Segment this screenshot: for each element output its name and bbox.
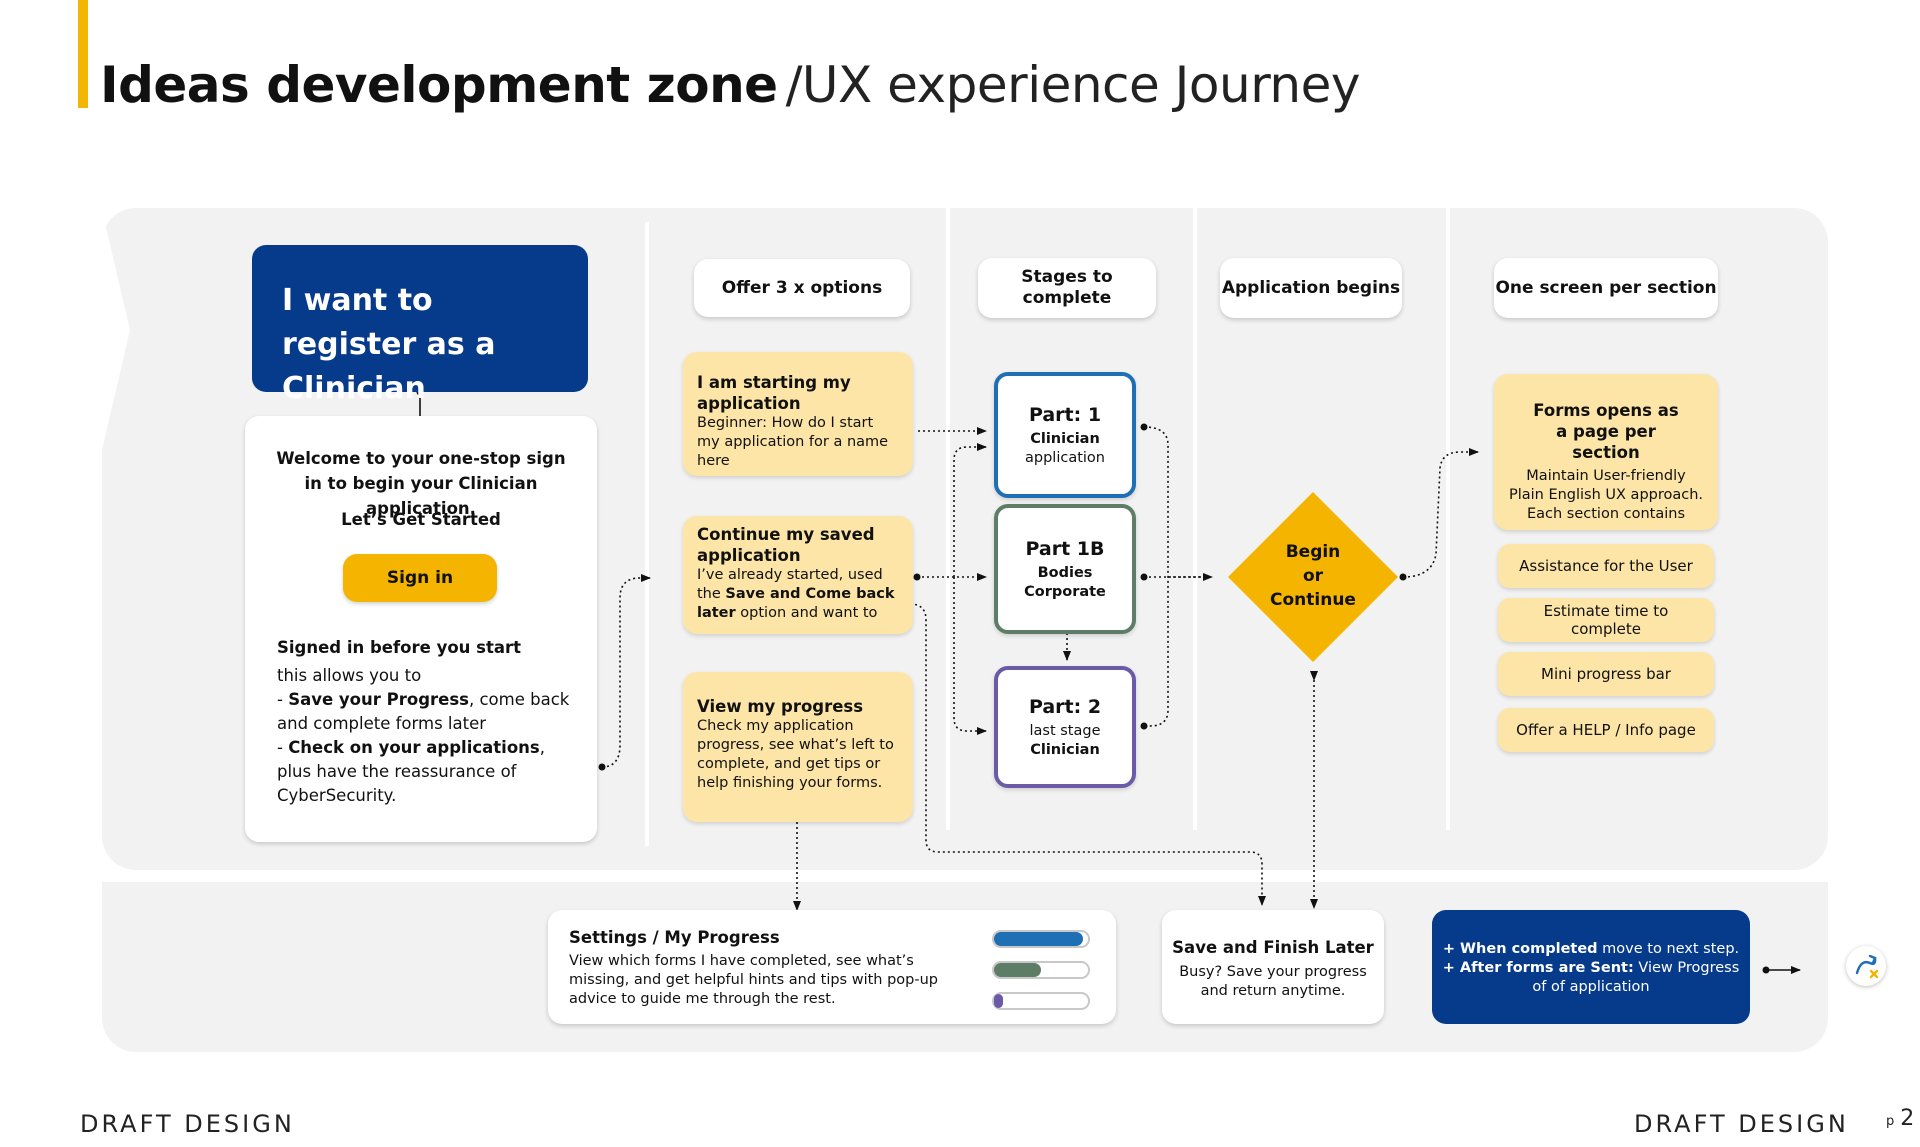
option-continue-application[interactable]: Continue my saved application I’ve alrea… [683,516,913,634]
stage-title: Part: 1 [1028,403,1102,426]
lets-get-started: Let’s Get Started [341,510,501,529]
next-line-3: of of application [1532,979,1650,995]
column-header-options: Offer 3 x options [694,259,910,317]
next-line-2-bold: + After forms are Sent: [1442,960,1634,976]
page-prefix: p [1886,1114,1895,1129]
option-title: Continue my saved application [697,525,875,565]
forms-card: Forms opens as a page per section Mainta… [1494,374,1718,530]
option-title: View my progress [697,697,864,716]
next-line-2-rest: View Progress [1633,960,1740,976]
column-header-stages: Stages to complete [978,258,1156,318]
stage-title: Part: 2 [1028,695,1102,718]
decision-shape [1228,492,1398,662]
next-line-2: + After forms are Sent: View Progress [1432,959,1750,978]
next-step-card: + When completed move to next step. + Af… [1432,910,1750,1024]
option-start-application[interactable]: I am starting my application Beginner: H… [683,352,913,476]
settings-title: Settings / My Progress [569,928,780,947]
stage-part-1b[interactable]: Part 1B Bodies Corporate [994,504,1136,634]
feature-estimate-time: Estimate time to complete [1498,598,1714,642]
save-progress-rest: , come back and complete forms later [277,690,570,733]
option-body: I’ve already started, used the Save and … [697,567,895,621]
page-number-value: 2 [1900,1106,1915,1131]
stage-sub-plain: last stage [1029,722,1101,739]
decision-line-2: or [1302,566,1324,586]
decision-line-3: Continue [1270,590,1356,610]
stage-sub-bold: Clinician [1030,741,1100,758]
title-accent-bar [78,0,88,108]
next-line-1-rest: move to next step. [1597,941,1740,957]
progress-fill [994,963,1041,977]
welcome-text: Welcome to your one-stop sign in to begi… [276,449,566,518]
column-header-sections: One screen per section [1494,258,1718,318]
title-light: /UX experience Journey [785,56,1361,114]
route-glyph [1855,954,1879,979]
stage-sub-bold: Clinician [1030,430,1100,447]
column-divider [946,208,950,830]
save-finish-card[interactable]: Save and Finish Later Busy? Save your pr… [1162,910,1384,1024]
stage-sub-tail: application [1025,449,1105,466]
column-header-application: Application begins [1220,258,1402,318]
progress-fill [994,932,1084,946]
next-line-1: + When completed move to next step. [1432,940,1750,959]
column-divider [1446,208,1450,830]
save-progress-bold: Save your Progress [288,690,469,709]
next-line-1-bold: + When completed [1442,941,1598,957]
save-body: Busy? Save your progress and return anyt… [1179,964,1367,999]
stage-sub-bold: Bodies Corporate [1024,564,1106,600]
route-icon [1846,946,1886,986]
column-divider [645,222,649,846]
check-apps-rest: , plus have the reassurance of CyberSecu… [277,738,545,805]
settings-body: View which forms I have completed, see w… [569,953,938,1007]
feature-mini-progress: Mini progress bar [1498,652,1714,696]
option-title: I am starting my application [697,373,851,413]
title-bold: Ideas development zone [100,56,778,114]
settings-card[interactable]: Settings / My Progress View which forms … [548,910,1116,1024]
allows-text: this allows you to [277,666,422,685]
register-header-card: I want to register as a Clinician [252,245,588,406]
option-body: Check my application progress, see what’… [697,718,894,791]
progress-bar [992,992,1090,1010]
register-title: I want to register as a Clinician [282,283,496,406]
option-body: Beginner: How do I start my application … [697,415,889,469]
decision-text: Begin or Continue [1228,540,1398,612]
option-view-progress[interactable]: View my progress Check my application pr… [683,672,913,822]
decision-diamond[interactable]: Begin or Continue [1228,492,1398,662]
panel-notch [102,210,130,450]
forms-body: Maintain User-friendly Plain English UX … [1508,468,1704,522]
option-body-a: I’ve already started, used the [697,567,883,602]
check-apps-bold: Check on your applications [288,738,540,757]
signed-in-body: this allows you to - Save your Progress,… [277,666,570,805]
option-body-c: option and want to [735,605,878,621]
decision-line-1: Begin [1285,542,1341,562]
progress-bar [992,961,1090,979]
page-title: Ideas development zone/UX experience Jou… [100,56,1360,114]
save-title: Save and Finish Later [1172,938,1374,957]
welcome-card: Welcome to your one-stop sign in to begi… [245,416,597,842]
footer-right: DRAFT DESIGN [1634,1110,1849,1138]
feature-help-page: Offer a HELP / Info page [1498,708,1714,752]
feature-assistance: Assistance for the User [1498,544,1714,588]
option-body-bold: Save and Come back later [697,586,895,621]
stage-title: Part 1B [1025,537,1105,560]
progress-bar [992,930,1090,948]
stage-part-2[interactable]: Part: 2 last stage Clinician [994,666,1136,788]
forms-title: Forms opens as a page per section [1533,401,1679,462]
sign-in-button[interactable]: Sign in [343,554,497,602]
column-divider [1193,208,1197,830]
footer-left: DRAFT DESIGN [80,1110,295,1138]
stage-part-1[interactable]: Part: 1 Clinician application [994,372,1136,498]
progress-fill [994,994,1004,1008]
signed-in-heading: Signed in before you start [277,638,522,657]
